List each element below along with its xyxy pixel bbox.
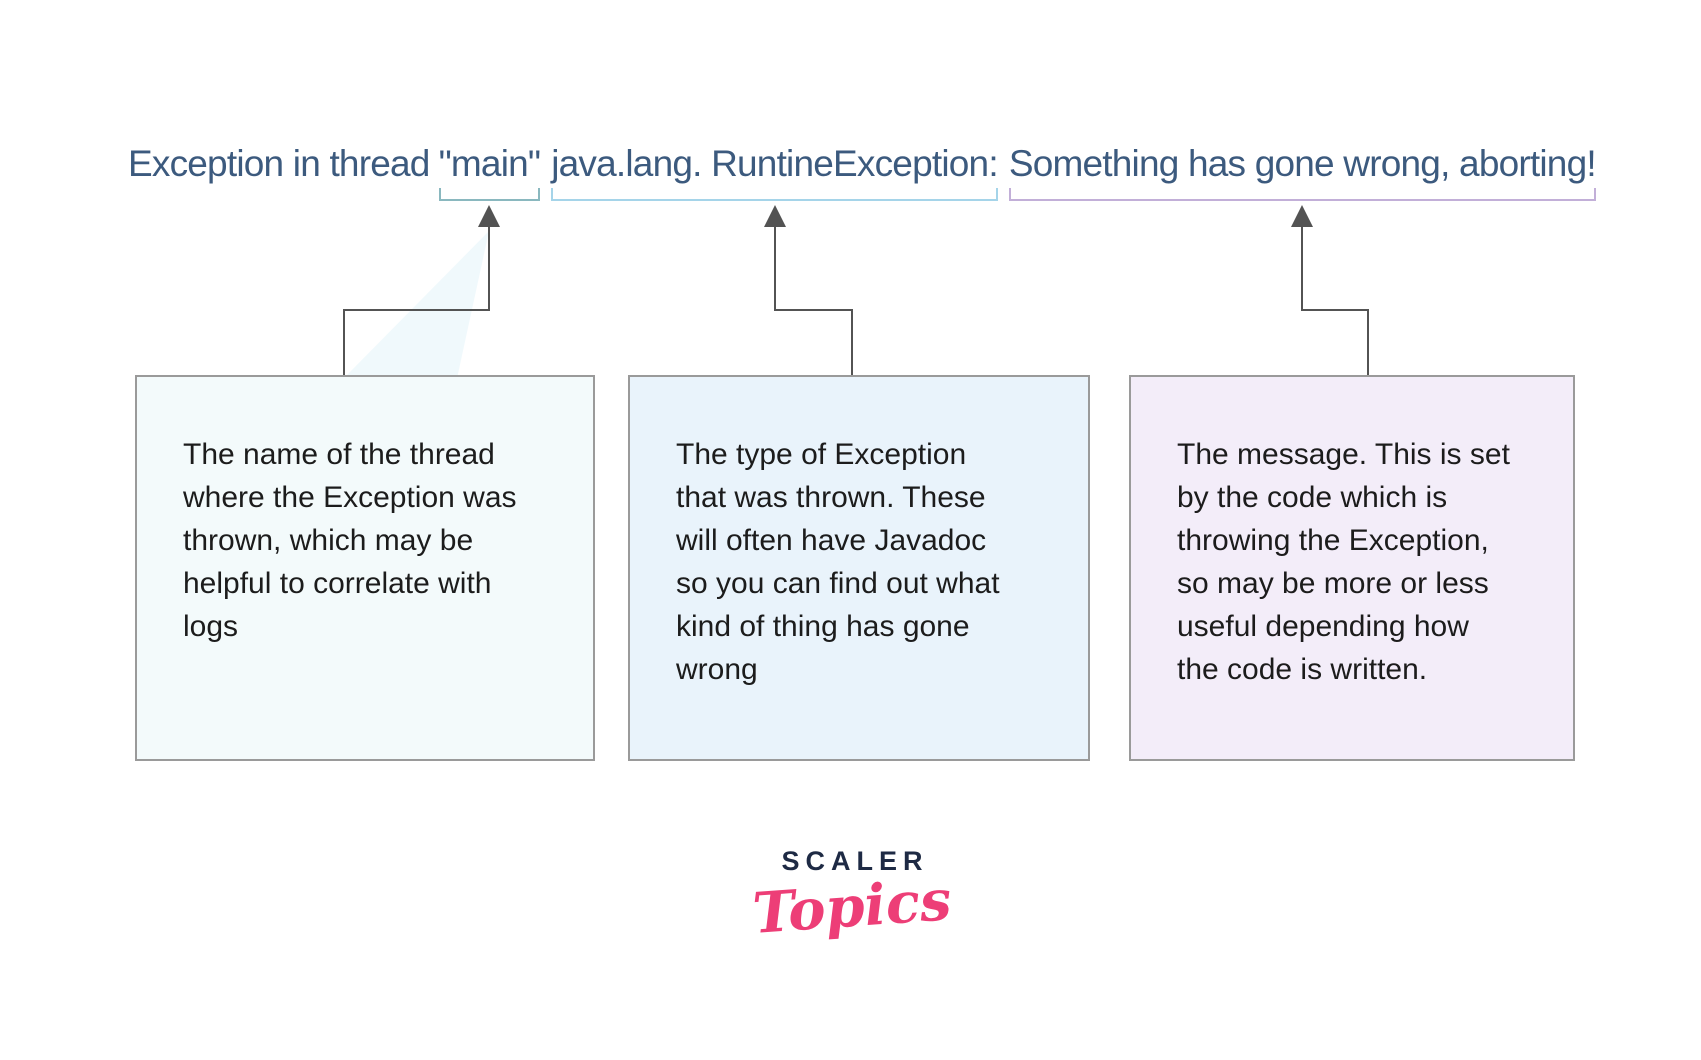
thread-name-segment: "main" bbox=[438, 143, 541, 201]
arrow-shading bbox=[346, 231, 489, 376]
exception-type-underline-bracket bbox=[551, 188, 998, 201]
exception-message-segment: Something has gone wrong, aborting! bbox=[1008, 143, 1597, 201]
thread-name-text: "main" bbox=[438, 143, 541, 184]
arrow-segment bbox=[774, 309, 853, 311]
arrowhead-icon bbox=[1291, 205, 1313, 227]
arrowhead-icon bbox=[478, 205, 500, 227]
arrow-segment bbox=[343, 309, 345, 377]
exception-message-text: Something has gone wrong, aborting! bbox=[1008, 143, 1597, 184]
arrow-segment bbox=[1301, 226, 1303, 311]
arrow-segment bbox=[1301, 309, 1369, 311]
message-explanation-text: The message. This is set by the code whi… bbox=[1177, 438, 1510, 686]
arrow-segment bbox=[774, 226, 776, 311]
exception-prefix-text: Exception in thread bbox=[128, 143, 430, 184]
exception-type-segment: java.lang. RuntineException: bbox=[551, 143, 999, 201]
arrowhead-icon bbox=[764, 205, 786, 227]
arrow-segment bbox=[851, 309, 853, 377]
logo-brand-text: SCALER bbox=[781, 846, 929, 876]
exception-type-text: java.lang. RuntineException: bbox=[551, 143, 998, 184]
explanation-box-type: The type of Exception that was thrown. T… bbox=[628, 375, 1090, 761]
type-explanation-text: The type of Exception that was thrown. T… bbox=[676, 438, 1000, 686]
arrow-segment bbox=[343, 309, 490, 311]
arrow-segment bbox=[1367, 309, 1369, 377]
message-underline-bracket bbox=[1008, 188, 1596, 201]
explanation-box-message: The message. This is set by the code whi… bbox=[1129, 375, 1575, 761]
thread-explanation-text: The name of the thread where the Excepti… bbox=[183, 438, 517, 643]
arrow-segment bbox=[488, 226, 490, 311]
exception-message-line: Exception in thread "main" java.lang. Ru… bbox=[128, 143, 1597, 201]
explanation-box-thread: The name of the thread where the Excepti… bbox=[135, 375, 595, 761]
scaler-topics-logo: SCALER Topics bbox=[740, 846, 964, 947]
logo-product-text: Topics bbox=[750, 867, 954, 947]
thread-underline-bracket bbox=[438, 188, 541, 201]
